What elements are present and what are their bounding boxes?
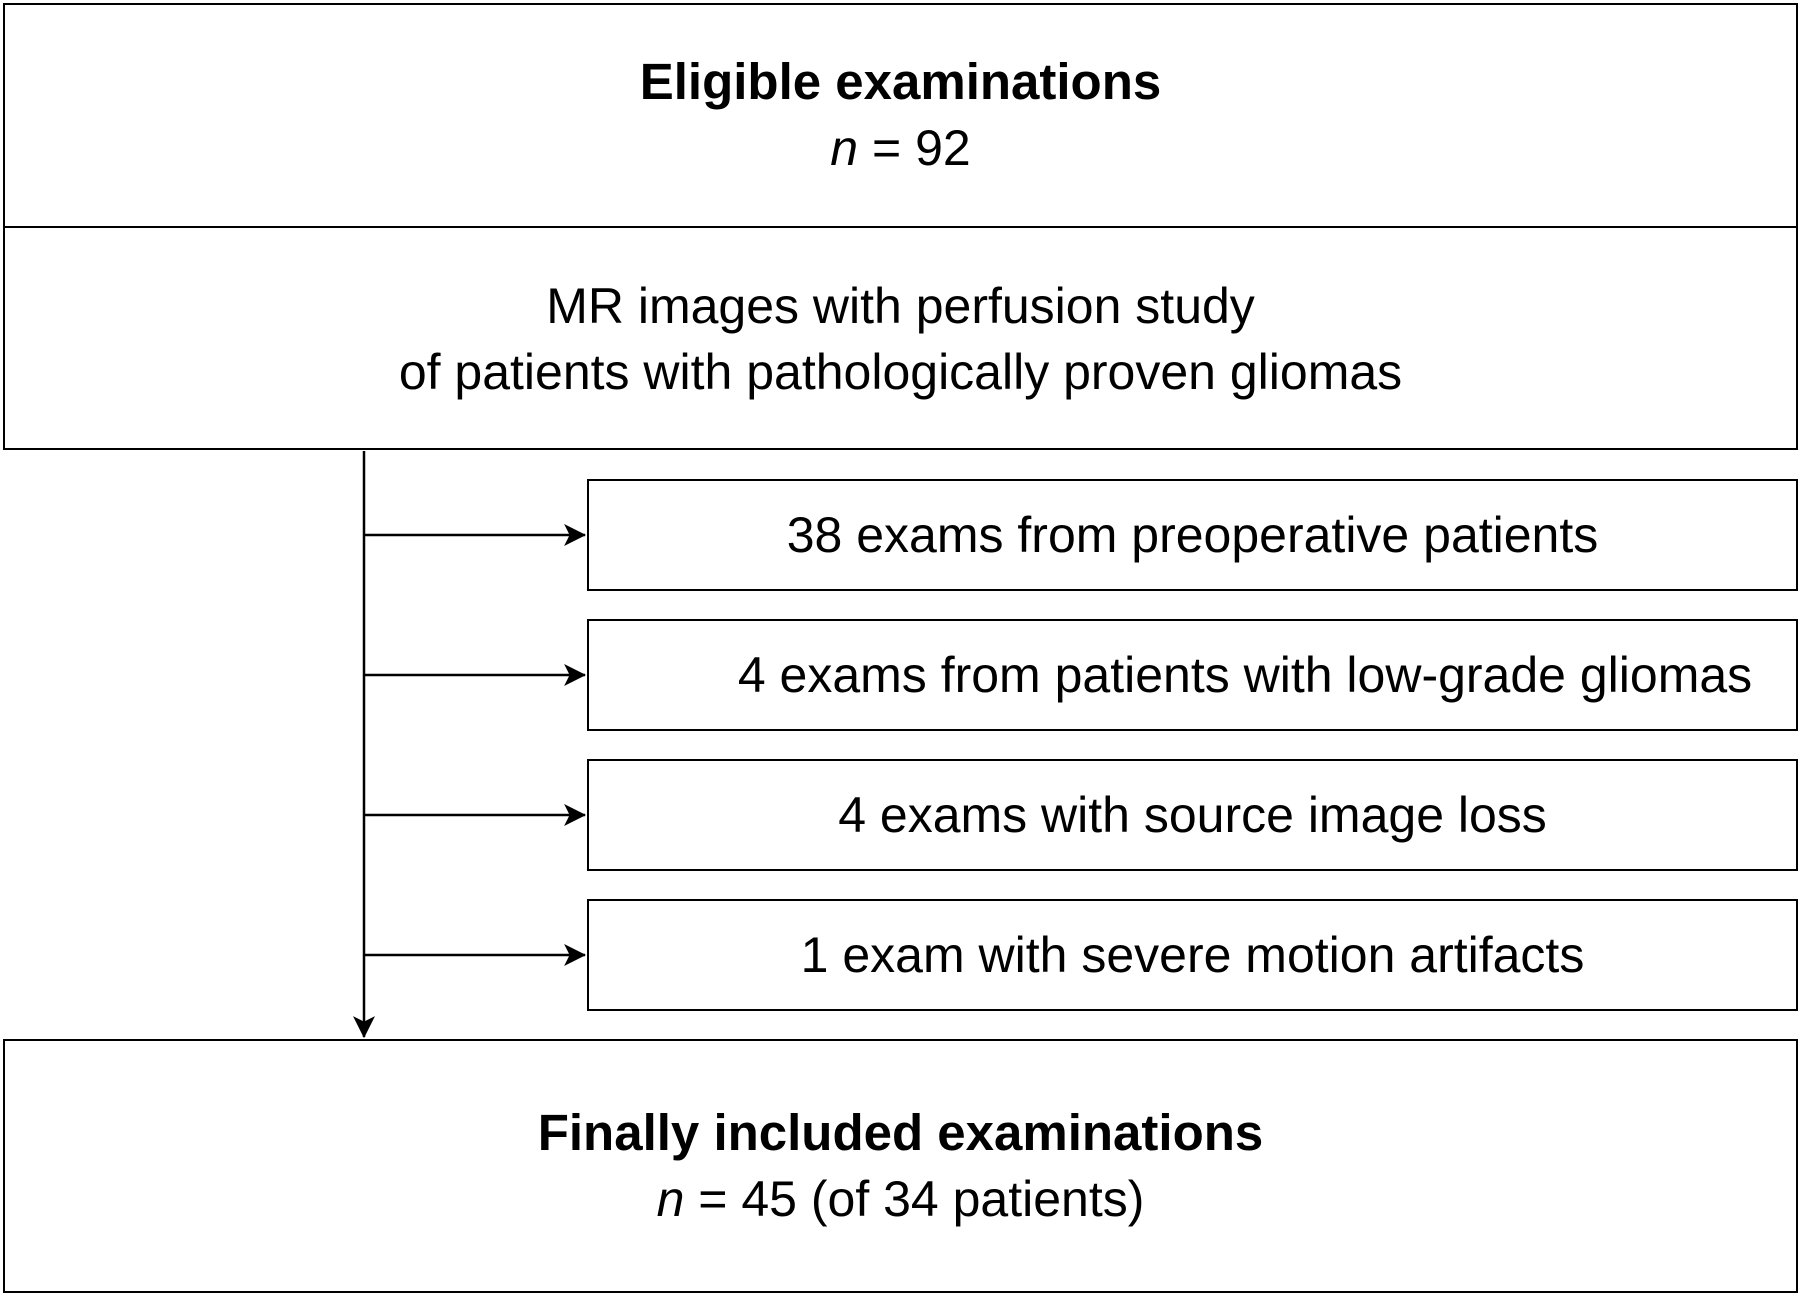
- eligible-panel: Eligible examinations n = 92: [3, 3, 1798, 227]
- exclusion-box-image-loss: 4 exams with source image loss: [587, 759, 1798, 871]
- source-panel: MR images with perfusion study of patien…: [3, 227, 1798, 450]
- eligible-count: n = 92: [830, 115, 970, 181]
- included-title: Finally included examinations: [537, 1104, 1264, 1161]
- top-box-divider: [3, 226, 1798, 228]
- exclusion-label: 38 exams from preoperative patients: [786, 507, 1599, 563]
- exclusion-box-motion-artifacts: 1 exam with severe motion artifacts: [587, 899, 1798, 1011]
- exclusion-box-low-grade: 4 exams from patients with low-grade gli…: [587, 619, 1798, 731]
- included-n-symbol: n: [656, 1171, 685, 1227]
- included-box: Finally included examinations n = 45 (of…: [3, 1039, 1798, 1293]
- exclusion-label: 4 exams from patients with low-grade gli…: [737, 647, 1753, 703]
- source-line-2: of patients with pathologically proven g…: [398, 343, 1403, 400]
- exclusion-label: 1 exam with severe motion artifacts: [800, 927, 1585, 983]
- exclusion-label: 4 exams with source image loss: [838, 787, 1547, 843]
- eligible-title: Eligible examinations: [639, 53, 1162, 110]
- included-n-value: = 45 (of 34 patients): [684, 1171, 1145, 1227]
- eligible-n-value: = 92: [858, 120, 971, 176]
- included-count: n = 45 (of 34 patients): [657, 1166, 1145, 1232]
- source-line-1: MR images with perfusion study: [546, 277, 1255, 334]
- eligible-n-symbol: n: [830, 120, 859, 176]
- exclusion-box-preoperative: 38 exams from preoperative patients: [587, 479, 1798, 591]
